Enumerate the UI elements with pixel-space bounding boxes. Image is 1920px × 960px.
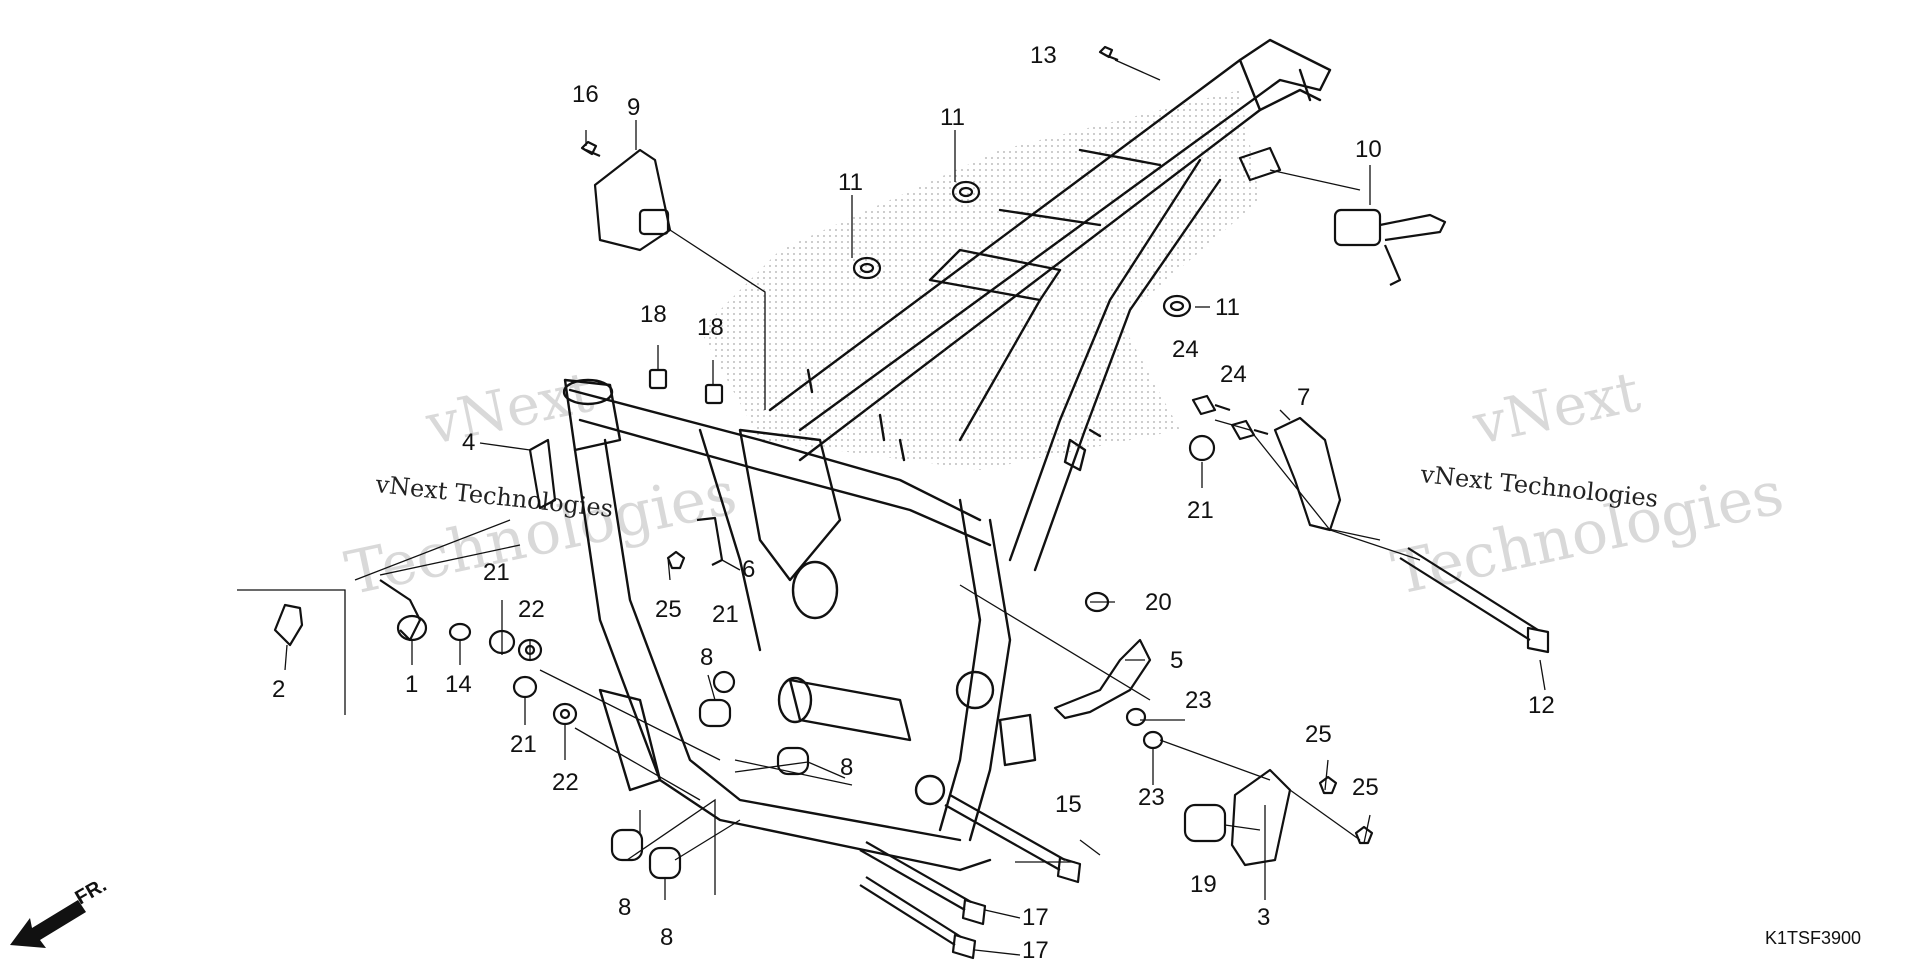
diagram-code: K1TSF3900 [1765, 928, 1861, 948]
callout-17-b: 17 [1022, 937, 1049, 960]
callout-11-a: 11 [940, 104, 965, 131]
callout-8-b: 8 [840, 754, 853, 781]
callout-22-a: 22 [518, 596, 545, 623]
callout-23-a: 23 [1185, 687, 1212, 714]
arrow-down-left-icon [10, 900, 86, 948]
callout-25-b: 25 [1305, 721, 1332, 748]
callout-21-a: 21 [483, 559, 510, 586]
callout-15: 15 [1055, 791, 1082, 818]
callout-labels: 1 2 3 4 5 6 7 8 8 8 8 9 10 11 11 11 12 1… [272, 42, 1555, 960]
callout-25-c: 25 [1352, 774, 1379, 801]
callout-11-c: 11 [1215, 294, 1240, 321]
leader-lines [237, 59, 1546, 956]
callout-12: 12 [1528, 692, 1555, 719]
callout-2: 2 [272, 676, 285, 703]
frame-assembly [562, 38, 1332, 872]
callout-1: 1 [405, 671, 418, 698]
callout-7: 7 [1297, 384, 1310, 411]
watermark-vnext-right: vNext [1467, 359, 1646, 458]
callout-19: 19 [1190, 871, 1217, 898]
callout-8-a: 8 [700, 644, 713, 671]
callout-21-b: 21 [712, 601, 739, 628]
callout-23-b: 23 [1138, 784, 1165, 811]
callout-4: 4 [462, 429, 475, 456]
callout-22-b: 22 [552, 769, 579, 796]
watermark-vnext-left: vNext [420, 360, 599, 459]
callout-11-b: 11 [838, 169, 863, 196]
callout-21-d: 21 [1187, 497, 1214, 524]
callout-9: 9 [627, 94, 640, 121]
callout-3: 3 [1257, 904, 1270, 931]
watermark-text-right: vNext Technologies [1418, 460, 1659, 513]
callout-18-b: 18 [697, 314, 724, 341]
callout-24-a: 24 [1172, 336, 1199, 363]
callout-13: 13 [1030, 42, 1057, 69]
callout-21-c: 21 [510, 731, 537, 758]
callout-6: 6 [742, 556, 755, 583]
callout-5: 5 [1170, 647, 1183, 674]
frame-shading [700, 90, 1260, 470]
callout-16: 16 [572, 81, 599, 108]
callout-18-a: 18 [640, 301, 667, 328]
callout-17-a: 17 [1022, 904, 1049, 931]
callout-20: 20 [1145, 589, 1172, 616]
callout-14: 14 [445, 671, 472, 698]
callout-10: 10 [1355, 136, 1382, 163]
front-direction-indicator: FR. [10, 874, 110, 948]
callout-8-d: 8 [660, 924, 673, 951]
callout-8-c: 8 [618, 894, 631, 921]
callout-24-b: 24 [1220, 361, 1247, 388]
callout-25-a: 25 [655, 596, 682, 623]
